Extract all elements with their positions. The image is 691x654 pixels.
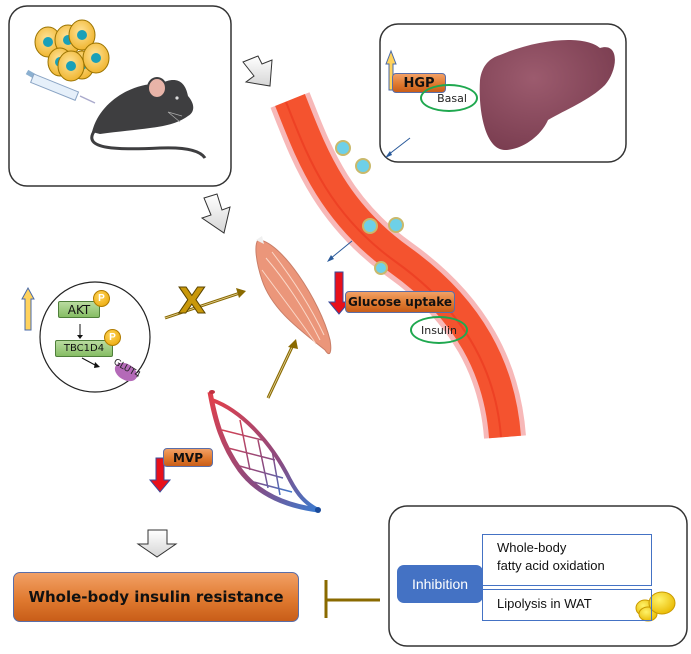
blocked-x-marker: X [178,281,207,322]
insulin-oval: Insulin [410,316,468,344]
glucose-uptake-label: Glucose uptake [345,291,455,313]
tbc1d4-to-glut4-arrow [81,357,96,366]
tbc1d4-phospho-text: P [109,332,116,343]
flow-arrow-to-muscle [200,193,231,234]
basal-text: Basal [437,91,467,105]
fao-line2: fatty acid oxidation [497,558,605,574]
flow-arrow-to-outcome [136,529,178,558]
inhibition-panel-frame [388,505,688,647]
inhibition-item-lipolysis: Lipolysis in WAT [482,589,652,621]
basal-oval: Basal [420,84,478,112]
signaling-up-arrow-icon [21,286,35,331]
muscle-icon [255,236,332,355]
uptake-arrow [329,240,353,260]
akt-phospho-text: P [98,293,105,304]
fao-line1: Whole-body [497,540,567,555]
inhibition-badge: Inhibition [397,565,483,603]
injection-panel [8,5,232,187]
inhibition-t-bar [324,580,380,618]
tbc1d4-protein: TBC1D4 [55,340,113,357]
tbc1d4-phospho-icon: P [104,329,121,346]
fat-droplets-icon [635,591,676,622]
insulin-text: Insulin [420,323,457,337]
inhibition-text: Inhibition [411,576,469,592]
glucose-uptake-text: Glucose uptake [347,295,453,309]
inhibition-item-fao: Whole-body fatty acid oxidation [482,534,652,586]
akt-phospho-icon: P [93,290,110,307]
tbc1d4-text: TBC1D4 [63,343,105,354]
mvp-label: MVP [163,448,213,467]
lipolysis-text: Lipolysis in WAT [497,596,592,611]
mouse-icon [90,77,207,159]
outcome-box: Whole-body insulin resistance [13,572,299,622]
mvp-text: MVP [172,450,204,465]
mvp-to-muscle-arrow [266,339,298,399]
tumor-cells-icon [34,19,110,82]
liver-panel [379,23,627,163]
liver-icon [479,39,615,151]
blocked-x-text: X [178,281,207,322]
blood-vessel [270,92,526,439]
hgp-text: HGP [403,75,435,91]
microvasculature-icon [207,390,321,513]
glucose-uptake-down-arrow-icon [327,271,351,315]
syringe-icon [25,69,96,104]
akt-text: AKT [67,302,91,317]
release-arrow [387,137,411,156]
flow-arrow-to-vessel [242,55,273,87]
glut4-transporter [114,362,138,382]
blocked-signal-arrow [164,288,246,320]
outcome-text: Whole-body insulin resistance [28,588,284,606]
akt-protein: AKT [58,301,100,318]
